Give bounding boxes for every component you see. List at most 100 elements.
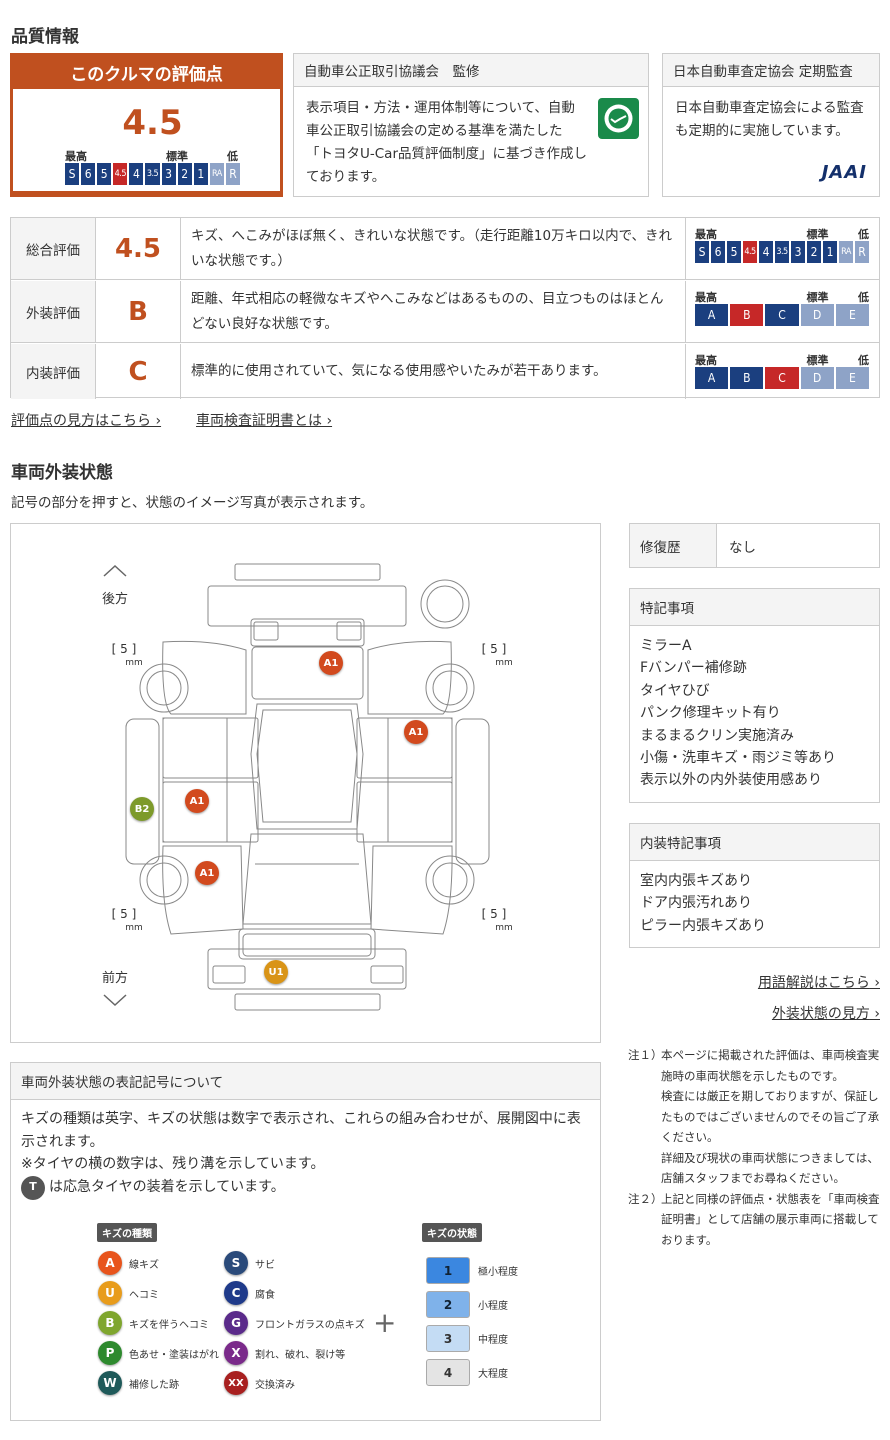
kind-badge: C xyxy=(224,1281,248,1305)
scale-cell: 6 xyxy=(711,241,725,263)
interior-notes-box: 内装特記事項 室内内張キズありドア内張汚れありピラー内張キズあり xyxy=(629,823,880,948)
scale-cell: E xyxy=(835,304,870,326)
exterior-subtitle: 記号の部分を押すと、状態のイメージ写真が表示されます。 xyxy=(11,495,374,511)
scale-cell: 2 xyxy=(177,163,192,185)
scale-head-label: 最高 xyxy=(695,354,717,367)
rating-desc: キズ、へこみがほぼ無く、きれいな状態です。（走行距離10万キロ以内で、きれいな状… xyxy=(181,218,686,279)
kind-label: 線キズ xyxy=(129,1259,159,1271)
scale-cell: 4.5 xyxy=(113,163,128,185)
note-item: ミラーA xyxy=(640,638,692,654)
legend-box: 車両外装状態の表記記号について キズの種類は英字、キズの状態は数字で表示され、こ… xyxy=(10,1062,601,1421)
kind-label: キズを伴うヘコミ xyxy=(129,1319,209,1331)
kind-b: B キズを伴うヘコミ xyxy=(98,1311,209,1335)
scale-cell: 4 xyxy=(759,241,773,263)
scale-head-label: 標準 xyxy=(806,228,829,241)
tread-rear-right: [ 5 ]mm xyxy=(481,642,513,668)
repair-value: なし xyxy=(729,539,756,556)
note-item: 小傷・洗車キズ・雨ジミ等あり xyxy=(640,750,836,767)
certificate-link[interactable]: 車両検査証明書とは › xyxy=(196,413,333,429)
scale-cell: 3 xyxy=(161,163,176,185)
exterior-title: 車両外装状態 xyxy=(11,463,113,483)
damage-marker-trunk[interactable]: A1 xyxy=(319,651,343,675)
scale-cell: S xyxy=(65,163,80,185)
repair-label: 修復歴 xyxy=(630,524,717,567)
damage-marker-left-door[interactable]: A1 xyxy=(185,789,209,813)
kind-badge: S xyxy=(224,1251,248,1275)
kind-badge: B xyxy=(98,1311,122,1335)
scale-cell: 5 xyxy=(97,163,112,185)
scale-std-label: 標準 xyxy=(166,150,188,163)
note-item: Fバンパー補修跡 xyxy=(640,660,747,677)
scale-cell: RA xyxy=(839,241,853,263)
rating-table: 総合評価 4.5 キズ、へこみがほぼ無く、きれいな状態です。（走行距離10万キロ以内… xyxy=(10,217,880,399)
scale-cell: 3.5 xyxy=(145,163,160,185)
kinds-tag: キズの種類 xyxy=(97,1223,157,1242)
damage-marker-rear-right[interactable]: A1 xyxy=(404,720,428,744)
scale-cell: 1 xyxy=(193,163,208,185)
rating-row: 総合評価 4.5 キズ、へこみがほぼ無く、きれいな状態です。（走行距離10万キロ以内… xyxy=(11,218,879,280)
score-guide-link[interactable]: 評価点の見方はこちら › xyxy=(11,413,162,429)
legend-line1: キズの種類は英字、キズの状態は数字で表示され、これらの組み合わせが、展開図中に表… xyxy=(21,1111,581,1150)
plus-sign: + xyxy=(373,1306,397,1339)
notes-title: 特記事項 xyxy=(630,589,879,626)
footnote-2: 上記と同様の評価点・状態表を「車両検査証明書」として店舗の展示車両に搭載しており… xyxy=(661,1191,880,1247)
damage-marker-front-left[interactable]: A1 xyxy=(195,861,219,885)
kind-badge: P xyxy=(98,1341,122,1365)
scale-cell: D xyxy=(800,304,834,326)
footnote-1-b: 検査には厳正を期しておりますが、保証したものではございませんのでその旨ご了承くだ… xyxy=(661,1089,880,1144)
state-label: 小程度 xyxy=(478,1301,508,1312)
scale-head-label: 低 xyxy=(858,228,869,241)
scale-head-label: 最高 xyxy=(695,291,717,304)
note-item: ドア内張汚れあり xyxy=(640,895,752,912)
glossary-link[interactable]: 用語解説はこちら › xyxy=(757,975,880,991)
exterior-guide-link[interactable]: 外装状態の見方 › xyxy=(771,1006,880,1022)
scale-cell: C xyxy=(765,367,799,389)
kind-label: ヘコミ xyxy=(129,1289,159,1301)
state-label: 極小程度 xyxy=(478,1267,518,1278)
kind-label: 色あせ・塗装はがれ xyxy=(129,1349,219,1361)
jaaa-text: 表示項目・方法・運用体制等について、自動車公正取引協議会の定める基準を満たした「… xyxy=(306,100,588,185)
scale-cell: 6 xyxy=(81,163,96,185)
state-label: 大程度 xyxy=(478,1369,508,1380)
scale-cell: B xyxy=(730,367,764,389)
rating-grade: C xyxy=(96,344,181,399)
tread-front-right: [ 5 ]mm xyxy=(481,907,513,933)
scale-cell: C xyxy=(765,304,799,326)
note-item: 室内内張キズあり xyxy=(640,873,752,889)
damage-marker-front-bumper[interactable]: U1 xyxy=(264,960,288,984)
scale-cell: R xyxy=(225,163,241,185)
rating-grade: B xyxy=(96,281,181,342)
scale-best-label: 最高 xyxy=(65,150,87,163)
scale-cell: 4.5 xyxy=(743,241,757,263)
note-item: まるまるクリン実施済み xyxy=(640,727,794,744)
spare-tire-icon: T xyxy=(21,1175,45,1200)
kind-badge: W xyxy=(98,1371,122,1395)
rating-label: 総合評価 xyxy=(11,218,96,279)
kind-badge: U xyxy=(98,1281,122,1305)
jaai-box: 日本自動車査定協会 定期監査 日本自動車査定協会による監査も定期的に実施していま… xyxy=(662,53,880,197)
overall-score: 4.5 xyxy=(122,102,183,143)
legend-title: 車両外装状態の表記記号について xyxy=(11,1063,600,1100)
rating-label: 内装評価 xyxy=(11,344,96,399)
kind-badge: X xyxy=(224,1341,248,1365)
kind-label: 腐食 xyxy=(255,1289,275,1301)
legend-line2: ※タイヤの横の数字は、残り溝を示しています。 xyxy=(21,1156,325,1172)
state-badge: 1 xyxy=(426,1257,470,1284)
damage-marker-left-side[interactable]: B2 xyxy=(130,797,154,821)
scale-cell: A xyxy=(695,367,729,389)
jaai-logo: JAAI xyxy=(821,162,867,183)
scale-cell: B xyxy=(730,304,764,326)
scale-cell: 2 xyxy=(807,241,821,263)
